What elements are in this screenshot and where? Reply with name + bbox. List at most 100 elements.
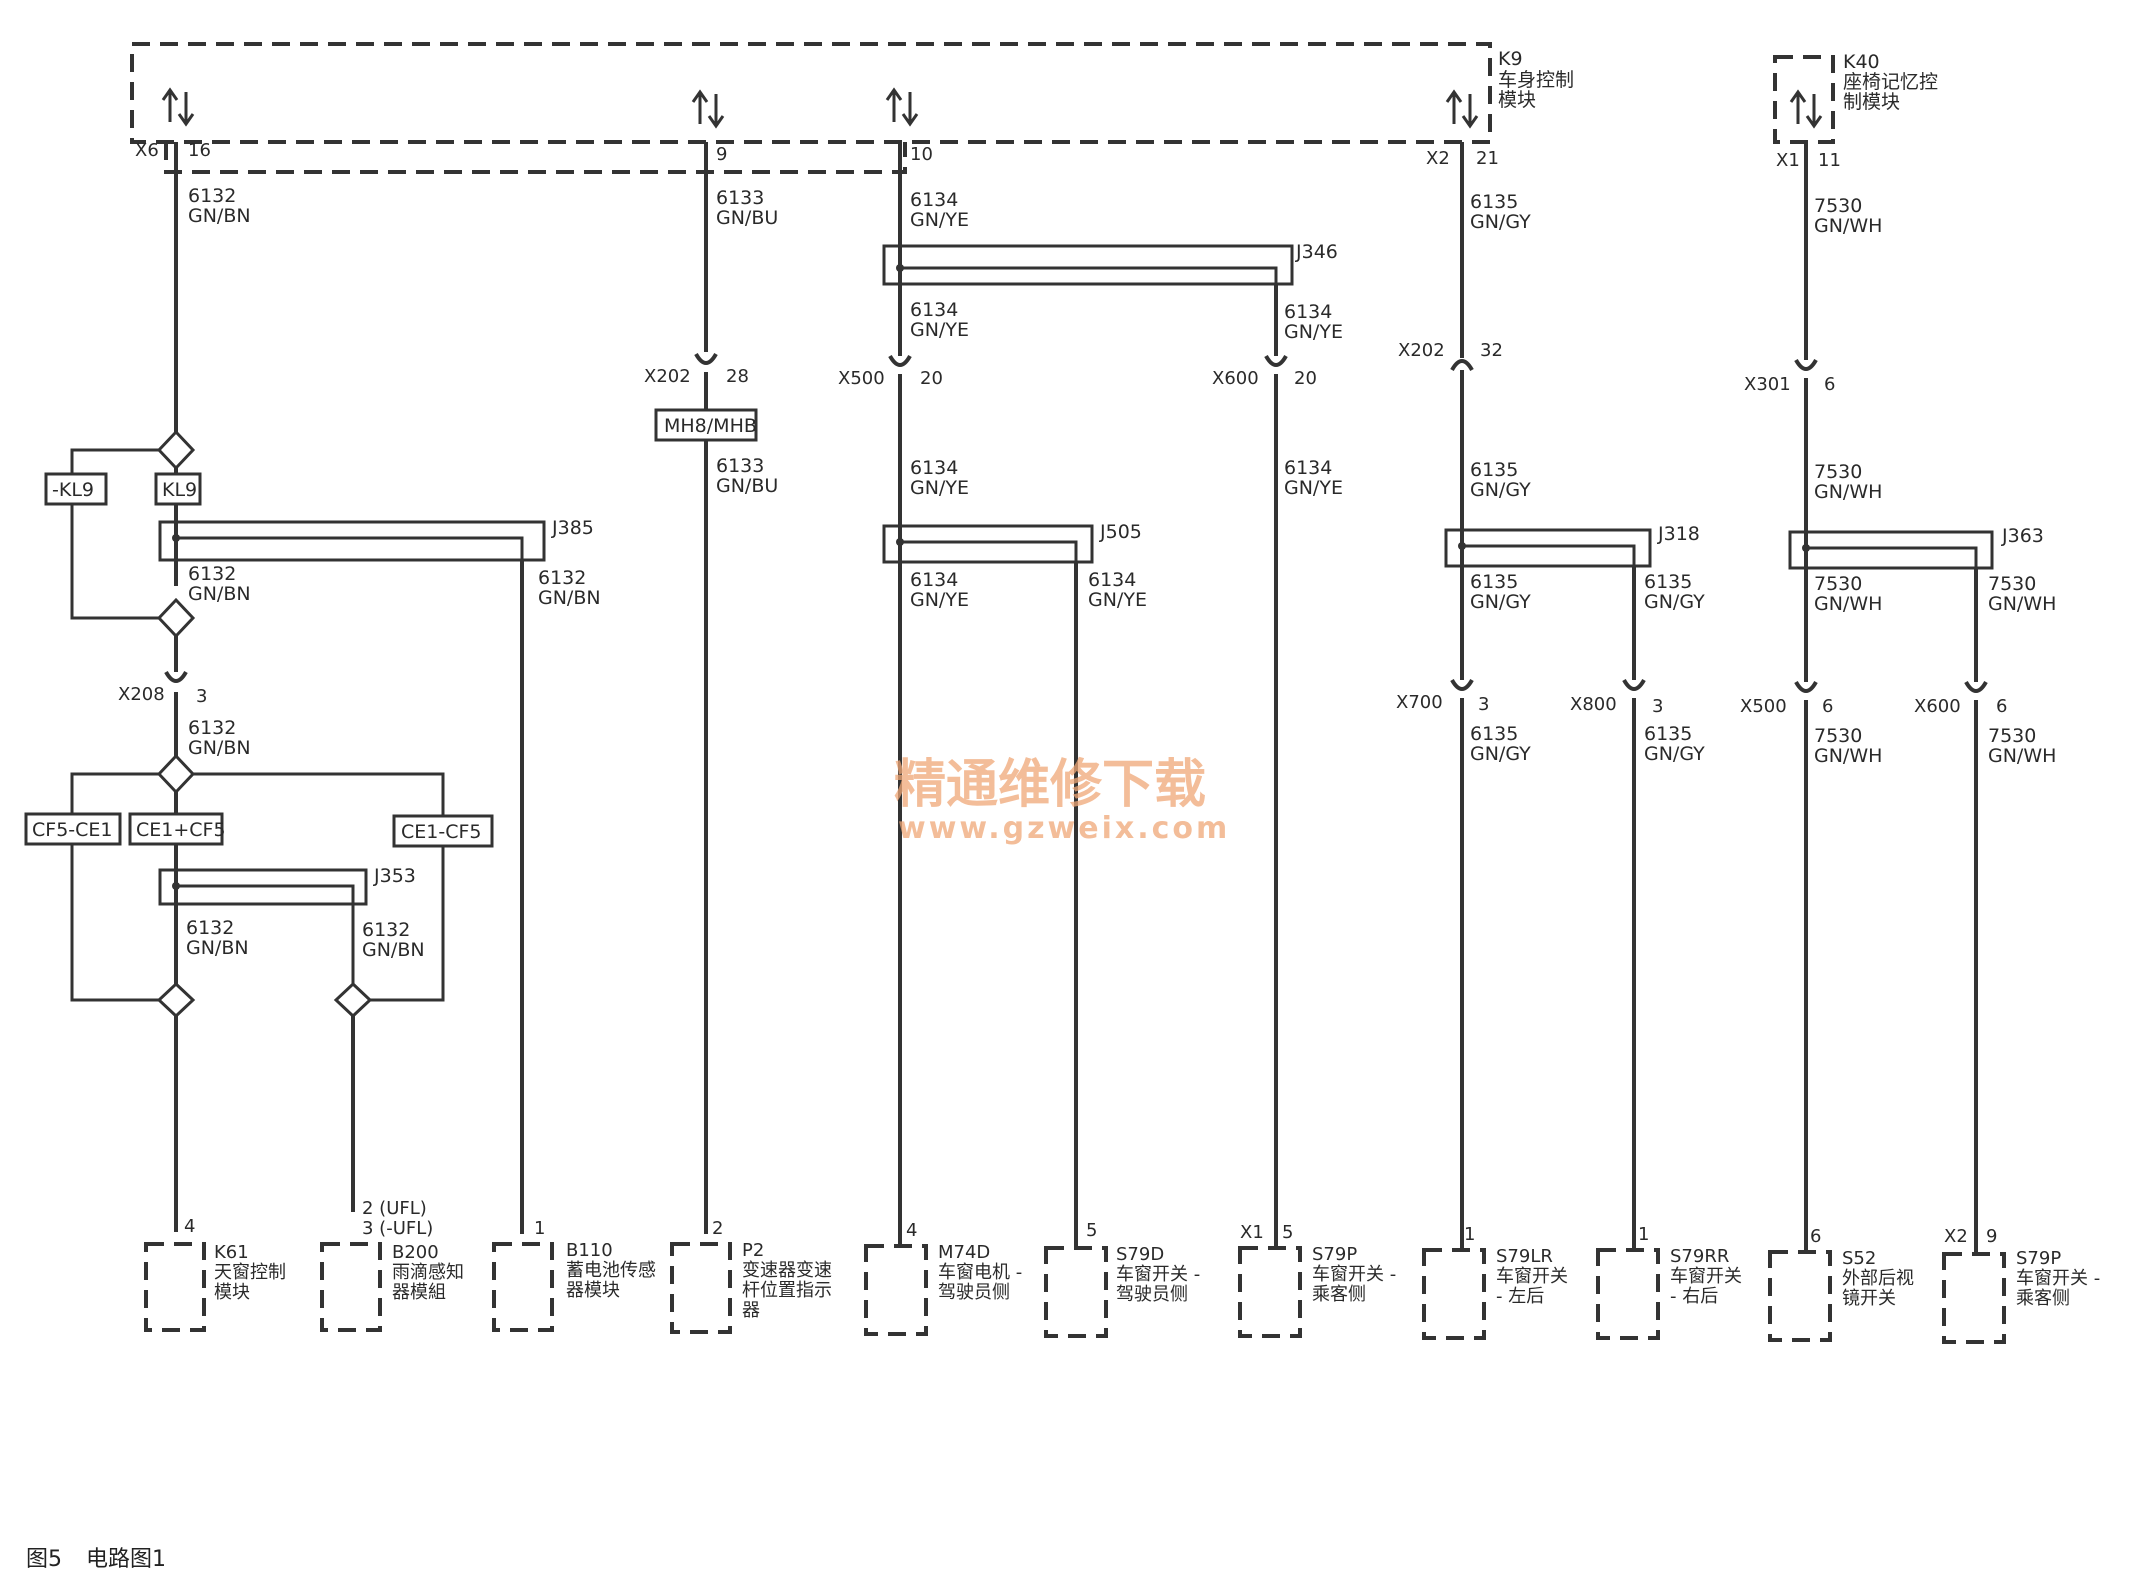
component-code: S79RR [1670, 1246, 1729, 1267]
wire-color: GN/WH [1814, 593, 1882, 615]
connector-x301: X301 [1744, 374, 1791, 395]
wire-color: GN/BN [538, 587, 601, 609]
k9-name-2: 模块 [1498, 89, 1536, 111]
component-s79lr-box [1422, 1248, 1486, 1340]
connector-x202: X202 [644, 366, 691, 387]
component-name-2: 镜开关 [1842, 1288, 1896, 1309]
wire-code: 6135 [1470, 571, 1518, 593]
splice-j385: J385 [551, 517, 594, 539]
component-code: S79LR [1496, 1246, 1553, 1267]
option-neg-kl9: -KL9 [52, 479, 94, 501]
connector-x202-pin: 32 [1480, 340, 1503, 361]
wire-code: 6135 [1470, 723, 1518, 745]
wire-code: 6132 [188, 563, 236, 585]
component-s79p-box [1238, 1246, 1302, 1338]
wire-code: 6135 [1644, 723, 1692, 745]
k9-name-1: 车身控制 [1498, 69, 1574, 91]
circuit-6134: J346 J505 X500 20 X600 20 6134 GN/YE 613… [838, 142, 1343, 1246]
wire-code: 6134 [910, 299, 958, 321]
connector-x800: X800 [1570, 694, 1617, 715]
splice-j318: J318 [1657, 523, 1700, 545]
k9-module: K9 车身控制 模块 [130, 42, 1574, 174]
pin-x6: X6 [135, 140, 159, 161]
component-name-2: 乘客侧 [1312, 1284, 1366, 1305]
component-name-2: - 右后 [1670, 1286, 1718, 1307]
component-name-2: 器模組 [392, 1282, 446, 1303]
pin-label: 4 [184, 1216, 195, 1237]
wire-color: GN/BN [186, 937, 249, 959]
component-s79rr-box [1596, 1248, 1660, 1340]
pin-label: 9 [1986, 1226, 1997, 1247]
component-name-2: 模块 [214, 1282, 250, 1303]
pin-label: 2 [712, 1218, 723, 1239]
component-name-1: 车窗开关 - [1312, 1264, 1396, 1285]
wire-color: GN/YE [910, 589, 969, 611]
component-m74d-box [864, 1244, 928, 1336]
wire-color: GN/BN [188, 737, 251, 759]
wire-color: GN/WH [1814, 481, 1882, 503]
wire-code: 6133 [716, 455, 764, 477]
pin-label: 2 (UFL) [362, 1198, 427, 1219]
connector-x800-pin: 3 [1652, 696, 1663, 717]
wire-code: 6134 [910, 457, 958, 479]
component-name-2: - 左后 [1496, 1286, 1544, 1307]
wire-code: 6132 [538, 567, 586, 589]
wire-code: 6134 [1088, 569, 1136, 591]
option-ce1-plus-cf5: CE1+CF5 [136, 819, 226, 841]
pin-label: X2 [1944, 1226, 1968, 1247]
pin-16: 16 [188, 140, 211, 161]
pin-label: X1 [1240, 1222, 1264, 1243]
connector-x600: X600 [1914, 696, 1961, 717]
component-name-2: 驾驶员侧 [938, 1282, 1010, 1303]
wire-code: 6134 [910, 569, 958, 591]
component-name-2: 驾驶员侧 [1116, 1284, 1188, 1305]
circuit-6133: MH8/MHB X202 28 6133 GN/BU 6133 GN/BU [644, 142, 778, 1234]
pin-label: 1 [534, 1218, 545, 1239]
component-name-2: 乘客侧 [2016, 1288, 2070, 1309]
option-diamond [333, 981, 373, 1019]
component-code: K61 [214, 1242, 249, 1263]
splice-j363: J363 [2001, 525, 2044, 547]
wire-color: GN/YE [1284, 477, 1343, 499]
component-code: M74D [938, 1242, 990, 1263]
k40-name-2: 制模块 [1843, 91, 1900, 113]
connector-x208: X208 [118, 684, 165, 705]
component-p2-box [670, 1242, 732, 1334]
component-b200-box [320, 1242, 382, 1332]
wire-code: 6132 [362, 919, 410, 941]
wire-code: 6134 [1284, 301, 1332, 323]
connector-x301-pin: 6 [1824, 374, 1835, 395]
connector-x600-pin: 6 [1996, 696, 2007, 717]
wire-color: GN/YE [910, 209, 969, 231]
component-s52-box [1768, 1250, 1832, 1342]
component-name-1: 外部后视 [1842, 1268, 1914, 1289]
component-code: B110 [566, 1240, 613, 1261]
pin-9: 9 [716, 144, 727, 165]
component-code: B200 [392, 1242, 439, 1263]
connector-x202: X202 [1398, 340, 1445, 361]
option-diamond [156, 597, 196, 639]
component-code: S79P [1312, 1244, 1357, 1265]
wire-code: 6134 [1284, 457, 1332, 479]
option-kl9-group: -KL9 KL9 CF5-CE1 CE1+CF5 CE1-CF5 [24, 472, 494, 848]
component-code: S79D [1116, 1244, 1164, 1265]
wire-code: 7530 [1814, 195, 1862, 217]
pin-10: 10 [910, 144, 933, 165]
pin-label: 3 (-UFL) [362, 1218, 433, 1239]
wire-code: 6134 [910, 189, 958, 211]
component-name-1: 车窗开关 - [2016, 1268, 2100, 1289]
wire-color: GN/WH [1814, 745, 1882, 767]
connector-x500: X500 [838, 368, 885, 389]
connector-x202-pin: 28 [726, 366, 749, 387]
option-cf5-ce1: CF5-CE1 [32, 819, 113, 841]
wire-code: 6132 [186, 917, 234, 939]
component-name-1: 车窗开关 [1496, 1266, 1568, 1287]
option-diamond [156, 753, 196, 795]
pin-label: 1 [1638, 1224, 1649, 1245]
option-diamond [156, 429, 196, 471]
wire-color: GN/BU [716, 475, 778, 497]
circuit-7530: J363 X301 6 X500 6 X600 6 7530 GN/WH 753… [1740, 142, 2056, 1252]
wire-code: 6133 [716, 187, 764, 209]
circuit-6135: J318 X202 32 X700 3 X800 3 6135 GN/GY 61… [1396, 142, 1705, 1250]
